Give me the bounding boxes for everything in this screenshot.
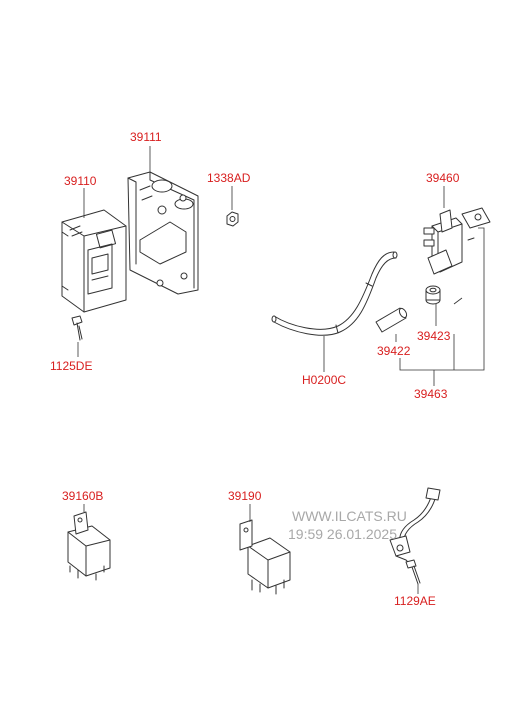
label-39190[interactable]: 39190 (228, 489, 262, 503)
label-39423[interactable]: 39423 (417, 329, 451, 343)
label-1129ae[interactable]: 1129AE (394, 594, 436, 608)
leader-group-39463 (399, 227, 485, 386)
nut-1338ad[interactable] (226, 211, 239, 227)
ecu-module-39110[interactable] (61, 209, 127, 313)
label-39110[interactable]: 39110 (64, 174, 97, 188)
label-39160b[interactable]: 39160B (62, 489, 103, 503)
ecu-bracket-39111[interactable] (127, 171, 199, 295)
watermark-timestamp: 19:59 26.01.2025 (288, 526, 397, 542)
relay-39160b[interactable] (67, 511, 111, 581)
connector-39422[interactable] (375, 307, 408, 333)
label-39463[interactable]: 39463 (414, 387, 448, 401)
label-1125de[interactable]: 1125DE (50, 359, 92, 373)
relay-39190[interactable] (239, 519, 291, 595)
bolt-1125de[interactable] (71, 315, 83, 341)
label-39460[interactable]: 39460 (426, 171, 460, 185)
watermark-site: WWW.ILCATS.RU (292, 508, 407, 524)
hose-h0200c[interactable] (271, 251, 398, 336)
sensor-wire-assembly[interactable] (389, 487, 441, 567)
solenoid-valve-39460[interactable] (423, 207, 491, 275)
label-h0200c[interactable]: H0200C (302, 373, 346, 387)
label-1338ad[interactable]: 1338AD (207, 171, 251, 185)
cap-39423[interactable] (425, 285, 441, 305)
label-39422[interactable]: 39422 (377, 344, 411, 358)
label-39111[interactable]: 39111 (130, 130, 162, 144)
bolt-1129ae[interactable] (405, 559, 421, 585)
